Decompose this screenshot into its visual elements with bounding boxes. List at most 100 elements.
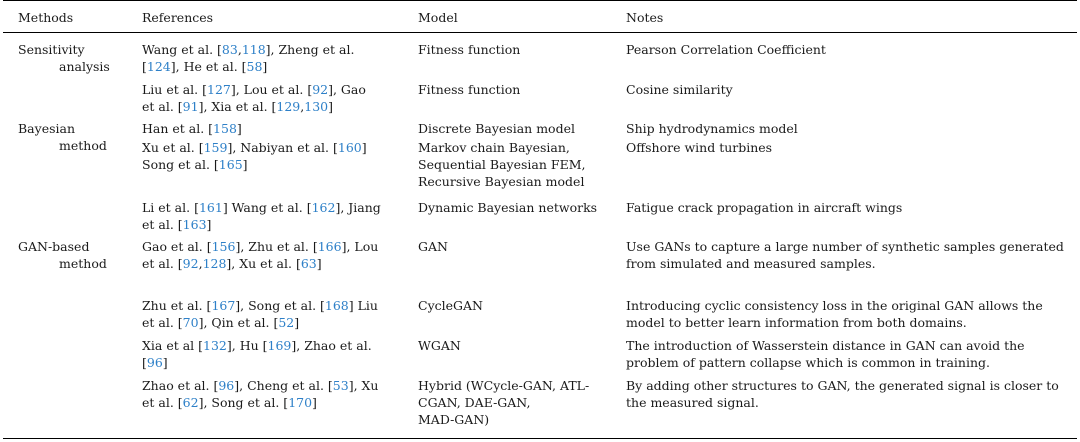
- citation-link[interactable]: 163: [182, 217, 207, 232]
- reference-text: ], Zhao et al.: [291, 338, 372, 353]
- reference-text: et al. [: [142, 217, 183, 232]
- reference-text: et al. [: [142, 395, 183, 410]
- citation-link[interactable]: 160: [337, 140, 362, 155]
- reference-text: ], Song et al. [: [198, 395, 289, 410]
- notes-line: Pearson Correlation Coefficient: [626, 42, 826, 57]
- header-references: References: [142, 10, 214, 25]
- reference-line: Liu et al. [127], Lou et al. [92], Gao: [142, 81, 366, 98]
- reference-text: ]: [236, 121, 242, 136]
- reference-line: Wang et al. [83,118], Zheng et al.: [142, 41, 354, 58]
- reference-line: et al. [163]: [142, 216, 381, 233]
- reference-text: ] Wang et al. [: [222, 200, 312, 215]
- reference-text: ]: [328, 99, 333, 114]
- citation-link[interactable]: 170: [288, 395, 313, 410]
- reference-line: Zhu et al. [167], Song et al. [168] Liu: [142, 297, 378, 314]
- notes-cell: The introduction of Wasserstein distance…: [626, 337, 1025, 371]
- citation-link[interactable]: 165: [218, 157, 243, 172]
- citation-link[interactable]: 130: [304, 99, 329, 114]
- reference-text: et al. [: [142, 315, 183, 330]
- model-line: Recursive Bayesian model: [418, 174, 585, 189]
- model-line: Fitness function: [418, 82, 521, 97]
- reference-text: ,: [198, 256, 203, 271]
- reference-text: Xu et al. [: [142, 140, 204, 155]
- citation-link[interactable]: 83: [221, 42, 238, 57]
- reference-text: Liu et al. [: [142, 82, 207, 97]
- reference-line: et al. [91], Xia et al. [129,130]: [142, 98, 366, 115]
- citation-link[interactable]: 70: [182, 315, 199, 330]
- model-line: Dynamic Bayesian networks: [418, 200, 598, 215]
- reference-text: ], Jiang: [335, 200, 381, 215]
- reference-text: ], Zheng et al.: [265, 42, 355, 57]
- notes-cell: Use GANs to capture a large number of sy…: [626, 238, 1064, 272]
- citation-link[interactable]: 162: [311, 200, 336, 215]
- notes-line: from simulated and measured samples.: [626, 256, 876, 271]
- model-cell: Discrete Bayesian model: [418, 120, 575, 137]
- reference-text: ], Xu: [348, 378, 379, 393]
- model-cell: CycleGAN: [418, 297, 483, 314]
- citation-link[interactable]: 128: [202, 256, 227, 271]
- citation-link[interactable]: 58: [246, 59, 263, 74]
- citation-link[interactable]: 96: [218, 378, 235, 393]
- reference-text: ], Song et al. [: [235, 298, 325, 313]
- reference-text: ]: [206, 217, 212, 232]
- reference-line: Xu et al. [159], Nabiyan et al. [160]: [142, 139, 367, 156]
- model-cell: Dynamic Bayesian networks: [418, 199, 597, 216]
- model-line: Hybrid (WCycle-GAN, ATL-: [418, 378, 590, 393]
- top-rule: [3, 0, 1077, 2]
- citation-link[interactable]: 127: [207, 82, 231, 97]
- citation-link[interactable]: 53: [332, 378, 349, 393]
- bottom-rule: [3, 438, 1077, 440]
- model-line: MAD-GAN): [418, 412, 490, 427]
- citation-link[interactable]: 159: [203, 140, 228, 155]
- citation-link[interactable]: 118: [241, 42, 266, 57]
- citation-link[interactable]: 156: [211, 239, 236, 254]
- citation-link[interactable]: 129: [276, 99, 301, 114]
- reference-text: [: [142, 355, 147, 370]
- reference-text: Song et al. [: [142, 157, 219, 172]
- citation-link[interactable]: 62: [182, 395, 199, 410]
- citation-link[interactable]: 169: [267, 338, 292, 353]
- reference-line: [124], He et al. [58]: [142, 58, 354, 75]
- model-cell: WGAN: [418, 337, 461, 354]
- reference-text: ]: [162, 355, 168, 370]
- citation-link[interactable]: 167: [211, 298, 236, 313]
- header-notes: Notes: [626, 10, 664, 25]
- notes-line: Ship hydrodynamics model: [626, 121, 798, 136]
- citation-link[interactable]: 63: [300, 256, 317, 271]
- citation-link[interactable]: 91: [182, 99, 199, 114]
- citation-link[interactable]: 132: [203, 338, 227, 353]
- notes-cell: Ship hydrodynamics model: [626, 120, 798, 137]
- notes-line: Fatigue crack propagation in aircraft wi…: [626, 200, 903, 215]
- reference-text: ]: [294, 315, 300, 330]
- citation-link[interactable]: 124: [146, 59, 171, 74]
- reference-line: [96]: [142, 354, 372, 371]
- citation-link[interactable]: 52: [278, 315, 295, 330]
- model-line: Fitness function: [418, 42, 521, 57]
- reference-text: ], Xia et al. [: [198, 99, 277, 114]
- reference-text: ], Nabiyan et al. [: [227, 140, 338, 155]
- header-rule: [3, 32, 1077, 33]
- reference-text: [: [142, 59, 147, 74]
- citation-link[interactable]: 166: [317, 239, 342, 254]
- citation-link[interactable]: 92: [182, 256, 199, 271]
- reference-text: ,: [300, 99, 305, 114]
- citation-link[interactable]: 158: [213, 121, 237, 136]
- reference-text: Han et al. [: [142, 121, 214, 136]
- citation-link[interactable]: 92: [312, 82, 329, 97]
- model-line: CGAN, DAE-GAN,: [418, 395, 531, 410]
- reference-line: et al. [62], Song et al. [170]: [142, 394, 378, 411]
- reference-text: ], Qin et al. [: [198, 315, 279, 330]
- notes-line: By adding other structures to GAN, the g…: [626, 378, 1059, 393]
- citation-link[interactable]: 168: [324, 298, 349, 313]
- method-line: method: [59, 256, 107, 271]
- citation-link[interactable]: 161: [198, 200, 223, 215]
- citation-link[interactable]: 96: [146, 355, 163, 370]
- method-line: Bayesian: [18, 121, 76, 136]
- reference-text: ], Cheng et al. [: [234, 378, 333, 393]
- reference-text: ], Xu et al. [: [226, 256, 301, 271]
- reference-text: ], He et al. [: [170, 59, 247, 74]
